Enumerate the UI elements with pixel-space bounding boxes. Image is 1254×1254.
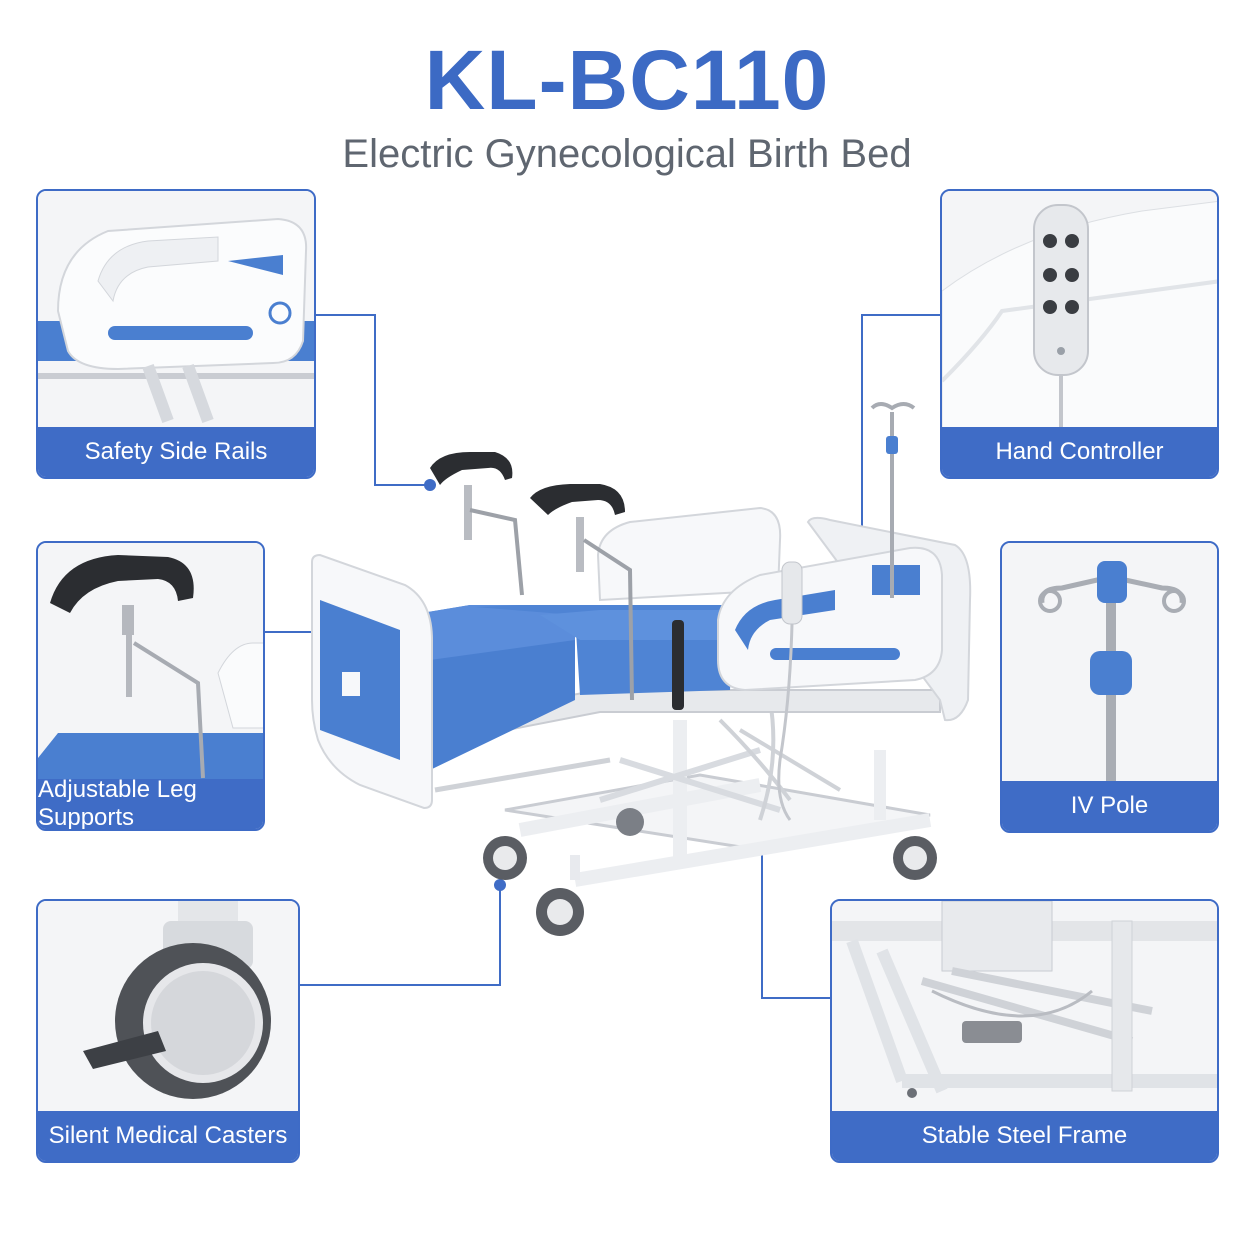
feature-card-safety-side-rails: Safety Side Rails xyxy=(36,189,316,479)
feature-label: Adjustable Leg Supports xyxy=(38,776,263,829)
feature-card-iv-pole: IV Pole xyxy=(1000,541,1219,833)
steel-frame-image xyxy=(832,901,1217,1115)
caster-image xyxy=(38,901,298,1115)
feature-label: IV Pole xyxy=(1002,781,1217,831)
iv-pole-image xyxy=(1002,543,1217,785)
leg-support-image xyxy=(38,543,263,783)
feature-label: Stable Steel Frame xyxy=(832,1111,1217,1161)
feature-label: Safety Side Rails xyxy=(38,427,314,477)
feature-card-adjustable-leg-supports: Adjustable Leg Supports xyxy=(36,541,265,831)
connector-lines xyxy=(265,314,940,999)
feature-label: Hand Controller xyxy=(942,427,1217,477)
feature-card-hand-controller: Hand Controller xyxy=(940,189,1219,479)
feature-label: Silent Medical Casters xyxy=(38,1111,298,1161)
feature-card-stable-steel-frame: Stable Steel Frame xyxy=(830,899,1219,1163)
page-title: KL-BC110 xyxy=(424,33,830,127)
hand-controller-image xyxy=(942,191,1217,431)
feature-card-silent-medical-casters: Silent Medical Casters xyxy=(36,899,300,1163)
side-rail-image xyxy=(38,191,314,431)
page-subtitle: Electric Gynecological Birth Bed xyxy=(342,132,912,176)
